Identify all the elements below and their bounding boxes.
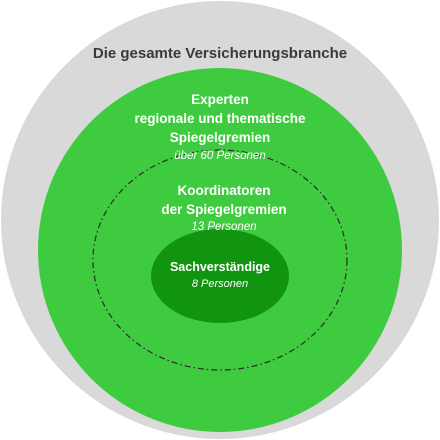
- experts-title-line-1: Experten: [191, 92, 249, 107]
- experts-label-block: Experten regionale und thematische Spieg…: [0, 90, 440, 166]
- core-count: 8 Personen: [191, 278, 249, 290]
- experts-title-line-2: regionale und thematische: [134, 111, 306, 126]
- core-ellipse: [151, 229, 289, 323]
- experts-count: über 60 Personen: [174, 150, 266, 162]
- experts-title-line-3: Spiegelgremien: [169, 130, 271, 145]
- coordinators-label-block: Koordinatoren der Spiegelgremien 13 Pers…: [0, 181, 440, 236]
- coordinators-title-line-1: Koordinatoren: [177, 183, 271, 198]
- coordinators-title-line-2: der Spiegelgremien: [161, 202, 287, 217]
- coordinators-dashed-boundary: [92, 149, 348, 371]
- outer-title: Die gesamte Versicherungsbranche: [92, 45, 348, 62]
- core-label-block: Sachverständige 8 Personen: [0, 258, 440, 293]
- core-title: Sachverständige: [169, 260, 271, 274]
- coordinators-count: 13 Personen: [191, 221, 257, 233]
